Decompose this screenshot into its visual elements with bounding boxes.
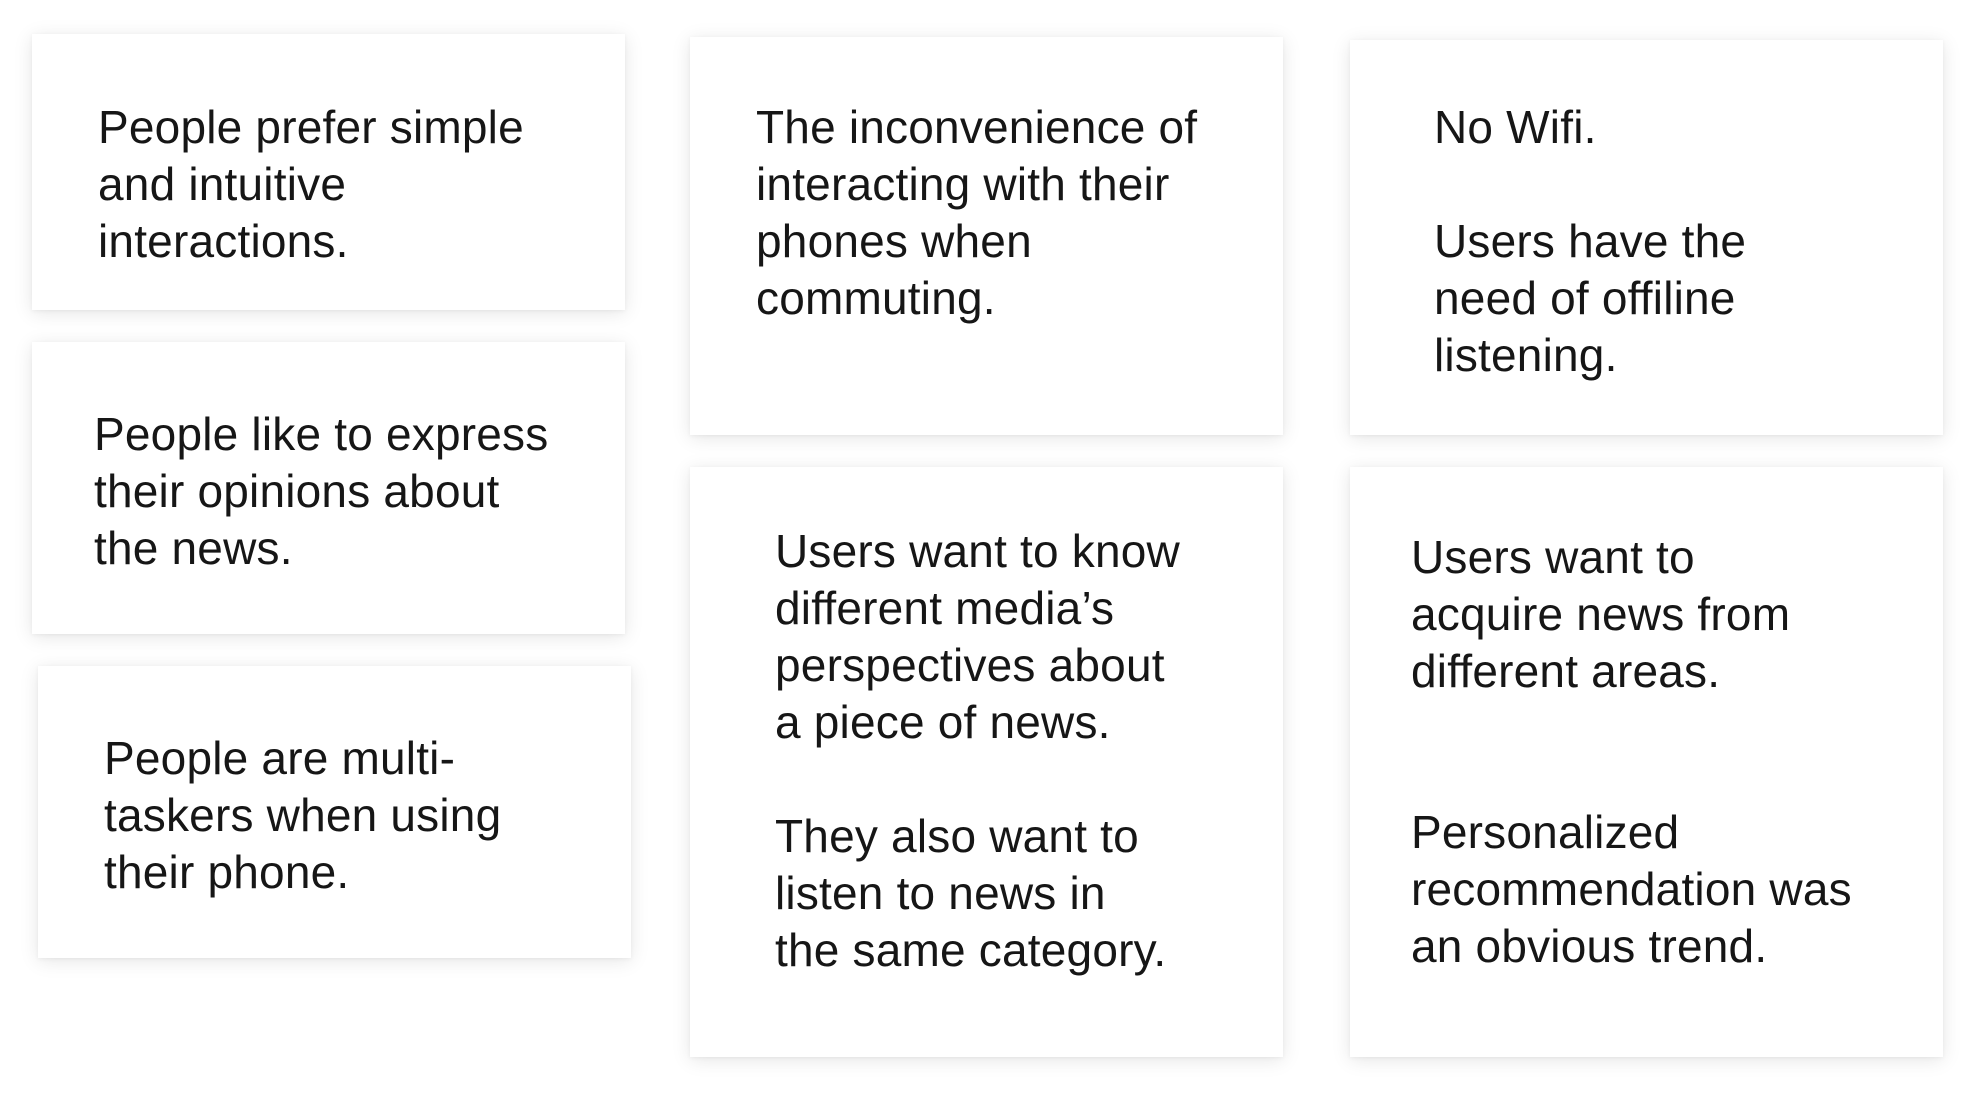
card-text: Users want to know different media’s per… [775, 525, 1180, 748]
card-text-secondary: Personalized recommendation was an obvio… [1411, 806, 1852, 972]
card-text-secondary: They also want to listen to news in the … [775, 810, 1167, 976]
insight-card-express-opinions: People like to express their opinions ab… [32, 342, 625, 634]
card-text: Users want to acquire news from differen… [1411, 531, 1791, 697]
card-text: People like to express their opinions ab… [94, 408, 549, 574]
insight-card-different-areas: Users want to acquire news from differen… [1350, 467, 1943, 1057]
insight-card-media-perspectives: Users want to know different media’s per… [690, 467, 1283, 1057]
card-text: People are multi- taskers when using the… [104, 732, 502, 898]
insight-card-simple-interactions: People prefer simple and intuitive inter… [32, 34, 625, 310]
card-text-secondary: Users have the need of offiline listenin… [1434, 215, 1747, 381]
insight-card-commute-inconvenience: The inconvenience of interacting with th… [690, 37, 1283, 435]
insight-card-multi-taskers: People are multi- taskers when using the… [38, 666, 631, 958]
card-text: No Wifi. [1434, 101, 1597, 153]
card-text: The inconvenience of interacting with th… [756, 101, 1198, 324]
card-text: People prefer simple and intuitive inter… [98, 101, 524, 267]
insight-card-offline-listening: No Wifi. Users have the need of offiline… [1350, 40, 1943, 435]
